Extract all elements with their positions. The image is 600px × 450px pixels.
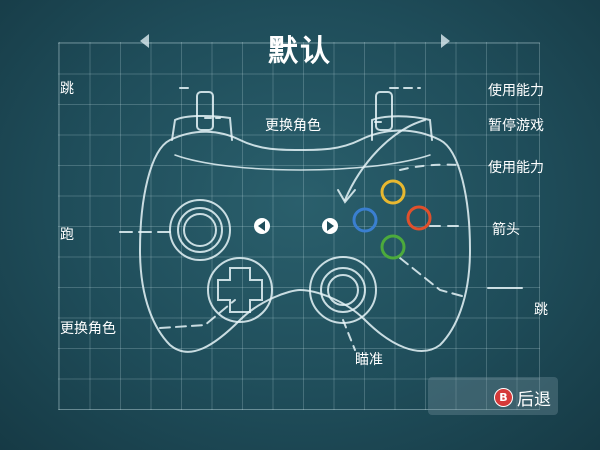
label-pause-game: 暂停游戏 bbox=[488, 118, 544, 134]
page-title: 默认 bbox=[268, 34, 332, 69]
label-jump-left: 跳 bbox=[60, 81, 74, 97]
label-switch-character-bottom: 更换角色 bbox=[60, 321, 116, 337]
label-jump-right: 跳 bbox=[534, 302, 548, 318]
b-button-icon: B bbox=[494, 387, 513, 407]
back-label: 后退 bbox=[517, 389, 551, 410]
face-button-y-icon bbox=[380, 179, 406, 205]
label-arrow: 箭头 bbox=[492, 222, 520, 238]
prev-layout-arrow-icon[interactable] bbox=[140, 34, 149, 48]
label-switch-character-top: 更换角色 bbox=[265, 118, 321, 134]
face-button-x-icon bbox=[352, 207, 378, 233]
label-use-ability-top: 使用能力 bbox=[488, 83, 544, 99]
back-panel bbox=[428, 377, 558, 415]
back-button[interactable]: B 后退 bbox=[494, 385, 551, 410]
label-use-ability-mid: 使用能力 bbox=[488, 160, 544, 176]
label-run: 跑 bbox=[60, 227, 74, 243]
face-button-b-icon bbox=[406, 205, 432, 231]
label-aim: 瞄准 bbox=[355, 352, 383, 368]
face-button-a-icon bbox=[380, 234, 406, 260]
next-layout-arrow-icon[interactable] bbox=[441, 34, 450, 48]
